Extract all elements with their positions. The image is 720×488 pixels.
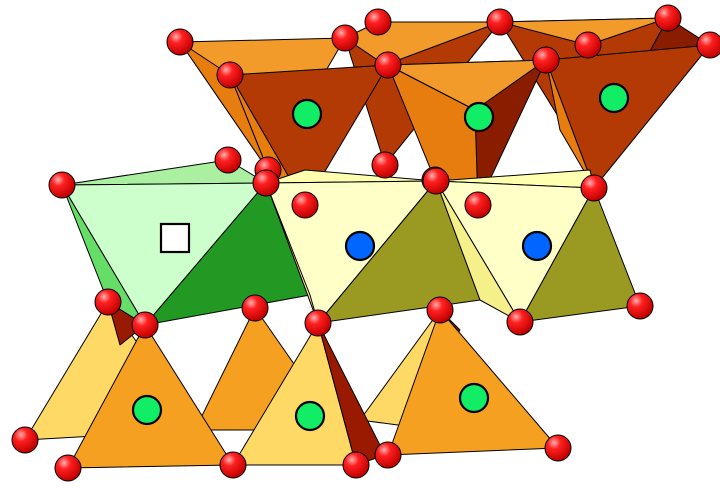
- oxygen-atom-icon: [342, 451, 370, 479]
- oxygen-atom-icon: [54, 454, 82, 482]
- oxygen-atom-icon: [654, 4, 682, 32]
- yellow-octa-2-left: [435, 180, 521, 323]
- tetrahedral-center-icon: [598, 82, 630, 114]
- oxygen-atom-icon: [580, 174, 608, 202]
- oxygen-atoms: [11, 4, 720, 482]
- octahedral-center-icon: [344, 230, 376, 262]
- center-markers: [131, 82, 630, 432]
- oxygen-atom-icon: [532, 46, 560, 74]
- vacancy-icon: [159, 222, 191, 254]
- oxygen-atom-icon: [131, 311, 159, 339]
- bottom-tetra-front-3: [387, 309, 559, 456]
- oxygen-atom-icon: [374, 51, 402, 79]
- top-tetra-front-3-face: [545, 44, 711, 189]
- oxygen-atom-icon: [304, 309, 332, 337]
- oxygen-atom-icon: [464, 191, 492, 219]
- oxygen-atom-icon: [214, 146, 242, 174]
- oxygen-atom-icon: [371, 151, 399, 179]
- oxygen-atom-icon: [364, 8, 392, 36]
- oxygen-atom-icon: [94, 288, 122, 316]
- tetrahedral-center-icon: [294, 400, 326, 432]
- oxygen-atom-icon: [626, 292, 654, 320]
- top-tetra-front-3-left: [545, 59, 595, 189]
- bottom-tetra-back-1-edge: [107, 301, 146, 346]
- oxygen-atom-icon: [426, 296, 454, 324]
- oxygen-atom-icon: [544, 434, 572, 462]
- oxygen-atom-icon: [216, 61, 244, 89]
- oxygen-atom-icon: [486, 8, 514, 36]
- yellow-octa-2-right: [519, 187, 641, 323]
- oxygen-atom-icon: [11, 426, 39, 454]
- oxygen-atom-icon: [166, 28, 194, 56]
- top-tetra-front-2-top: [387, 59, 547, 111]
- oxygen-atom-icon: [48, 171, 76, 199]
- octahedral-center-icon: [521, 230, 553, 262]
- top-tetra-back-3-top: [499, 17, 669, 46]
- oxygen-atom-icon: [291, 191, 319, 219]
- oxygen-atom-icon: [374, 441, 402, 469]
- oxygen-atom-icon: [696, 31, 720, 59]
- oxygen-atom-icon: [331, 24, 359, 52]
- oxygen-atom-icon: [422, 167, 450, 195]
- tetrahedral-center-icon: [458, 382, 490, 414]
- oxygen-atom-icon: [574, 31, 602, 59]
- tetrahedral-center-icon: [131, 394, 163, 426]
- tetrahedral-center-icon: [291, 98, 323, 130]
- tetrahedral-center-icon: [463, 101, 495, 133]
- bottom-tetra-front-2-dark: [317, 322, 386, 466]
- oxygen-atom-icon: [219, 451, 247, 479]
- oxygen-atom-icon: [506, 308, 534, 336]
- yellow-octa-1-left: [265, 182, 319, 324]
- oxygen-atom-icon: [252, 169, 280, 197]
- oxygen-atom-icon: [241, 294, 269, 322]
